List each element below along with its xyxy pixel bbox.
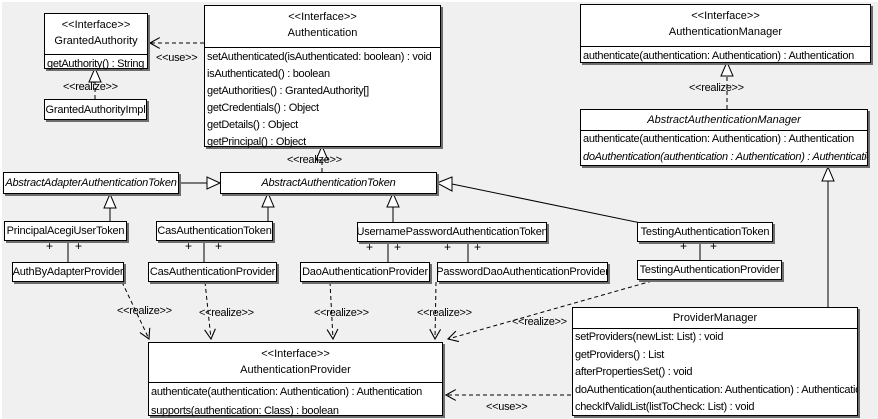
class-testing-authentication-provider: TestingAuthenticationProvider [637, 260, 782, 280]
method: afterPropertiesSet() : void [575, 366, 693, 378]
window-edge-left [0, 0, 2, 419]
association-plus: + [680, 239, 688, 253]
class-testing-authentication-token: TestingAuthenticationToken [637, 222, 773, 242]
class-name: Authentication [287, 27, 358, 39]
class-name: ProviderManager [573, 308, 857, 329]
association-plus: + [444, 240, 452, 254]
association-plus: + [474, 240, 482, 254]
method: setAuthenticated(isAuthenticated: boolea… [207, 51, 432, 63]
class-granted-authority: <<Interface>> GrantedAuthority getAuthor… [44, 13, 148, 70]
method: doAuthentication(authentication: Authent… [575, 383, 857, 396]
class-name: GrantedAuthorityImpl [45, 103, 146, 116]
association-plus: + [215, 239, 223, 253]
class-name: TestingAuthenticationProvider [639, 264, 780, 276]
method: supports(authentication: Class) : boolea… [151, 404, 339, 417]
method: checkIfValidList(listToCheck: List) : vo… [575, 401, 755, 413]
association-plus: + [394, 240, 402, 254]
class-name: DaoAuthenticationProvider [302, 266, 428, 278]
class-auth-by-adapter-provider: AuthByAdapterProvider [12, 262, 124, 282]
realize-label: <<realize>> [63, 81, 118, 93]
class-name: TestingAuthenticationToken [640, 226, 770, 238]
edge-casauthenticationprovider-realizes-authenticationprovider [205, 281, 211, 339]
class-provider-manager: ProviderManager setProviders(newList: Li… [572, 307, 858, 416]
class-authentication: <<Interface>> Authentication setAuthenti… [204, 5, 441, 148]
method: getAuthorities() : GrantedAuthority[] [207, 85, 369, 97]
class-abstract-adapter-authentication-token: AbstractAdapterAuthenticationToken [3, 172, 179, 194]
class-password-dao-authentication-provider: PasswordDaoAuthenticationProvider [437, 262, 608, 282]
realize-label: <<realize>> [199, 307, 254, 319]
method: getAuthority() : String [47, 58, 145, 70]
class-username-password-authentication-token: UsernamePasswordAuthenticationToken [357, 222, 547, 242]
method: getCredentials() : Object [207, 102, 319, 114]
class-cas-authentication-token: CasAuthenticationToken [156, 221, 273, 241]
method: doAuthentication(authentication : Authen… [583, 150, 867, 163]
realize-label: <<realize>> [689, 82, 744, 94]
association-plus: + [185, 239, 193, 253]
stereotype: <<Interface>> [261, 348, 330, 360]
realize-label: <<realize>> [287, 154, 342, 166]
association-plus: + [710, 239, 718, 253]
edge-grantedauthorityimpl-realizes-grantedauthority [88, 66, 102, 99]
class-granted-authority-impl: GrantedAuthorityImpl [44, 99, 147, 120]
class-authentication-manager: <<Interface>> AuthenticationManager auth… [580, 4, 871, 63]
class-name: PasswordDaoAuthenticationProvider [437, 266, 608, 278]
use-label: <<use>> [156, 52, 198, 64]
method: getProviders() : List [575, 348, 665, 361]
class-dao-authentication-provider: DaoAuthenticationProvider [300, 262, 430, 282]
realize-label: <<realize>> [417, 307, 472, 319]
method: setProviders(newList: List) : void [575, 331, 724, 343]
edge-abstractauthmanager-realizes-authenticationmanager [720, 60, 734, 109]
realize-label: <<realize>> [117, 305, 172, 317]
class-abstract-authentication-manager: AbstractAuthenticationManager authentica… [580, 109, 868, 166]
association-plus: + [366, 240, 374, 254]
edge-principalacegiusertoken-extends-abstractadapter [103, 192, 117, 221]
edge-testingtoken-extends-abstracttoken [435, 176, 642, 224]
class-name: GrantedAuthority [54, 35, 138, 47]
class-cas-authentication-provider: CasAuthenticationProvider [148, 262, 277, 282]
method: authenticate(authentication: Authenticat… [583, 133, 854, 145]
class-name: AbstractAuthenticationManager [581, 110, 867, 131]
class-name: PrincipalAcegiUserToken [6, 225, 125, 237]
class-name: UsernamePasswordAuthenticationToken [357, 226, 547, 238]
edge-passworddaoprovider-realizes-authenticationprovider [435, 281, 436, 339]
edge-casauthenticationtoken-extends-abstracttoken [261, 191, 275, 221]
class-name: AuthenticationProvider [240, 364, 351, 376]
edge-authbyadapterprovider-realizes-authenticationprovider [121, 281, 149, 339]
association-plus: + [46, 239, 54, 253]
realize-label: <<realize>> [512, 316, 567, 328]
method: authenticate(authentication: Authenticat… [151, 386, 422, 398]
stereotype: <<Interface>> [288, 11, 357, 23]
edge-abstracttoken-realizes-authentication [315, 144, 329, 172]
method: isAuthenticated() : boolean [207, 68, 330, 80]
class-authentication-provider: <<Interface>> AuthenticationProvider aut… [148, 342, 443, 417]
association-plus: + [75, 239, 83, 253]
class-name: AbstractAdapterAuthenticationToken [5, 177, 177, 189]
use-label: <<use>> [486, 401, 528, 413]
edge-daoauthenticationprovider-realizes-authenticationprovider [330, 281, 333, 339]
class-name: CasAuthenticationProvider [149, 266, 276, 278]
edge-abstractadapter-extends-abstracttoken [179, 176, 222, 190]
method: getPrincipal() : Object [207, 136, 306, 148]
method: getDetails() : Object [207, 119, 298, 131]
edge-usernamepasswordtoken-extends-abstracttoken [386, 191, 400, 222]
method: authenticate(authentication: Authenticat… [583, 50, 854, 62]
stereotype: <<Interface>> [691, 10, 760, 22]
realize-label: <<realize>> [314, 307, 369, 319]
class-name: AuthenticationManager [668, 26, 783, 38]
edge-testingprovider-realizes-authenticationprovider [448, 280, 653, 339]
stereotype: <<Interface>> [61, 19, 131, 31]
class-principal-acegi-user-token: PrincipalAcegiUserToken [4, 221, 127, 241]
class-name: CasAuthenticationToken [157, 225, 272, 237]
window-edge-top [0, 0, 878, 2]
class-abstract-authentication-token: AbstractAuthenticationToken [220, 172, 437, 194]
class-name: AbstractAuthenticationToken [261, 177, 396, 189]
edge-providermanager-extends-abstractauthenticationmanager [821, 165, 835, 307]
class-name: AuthByAdapterProvider [12, 266, 124, 278]
